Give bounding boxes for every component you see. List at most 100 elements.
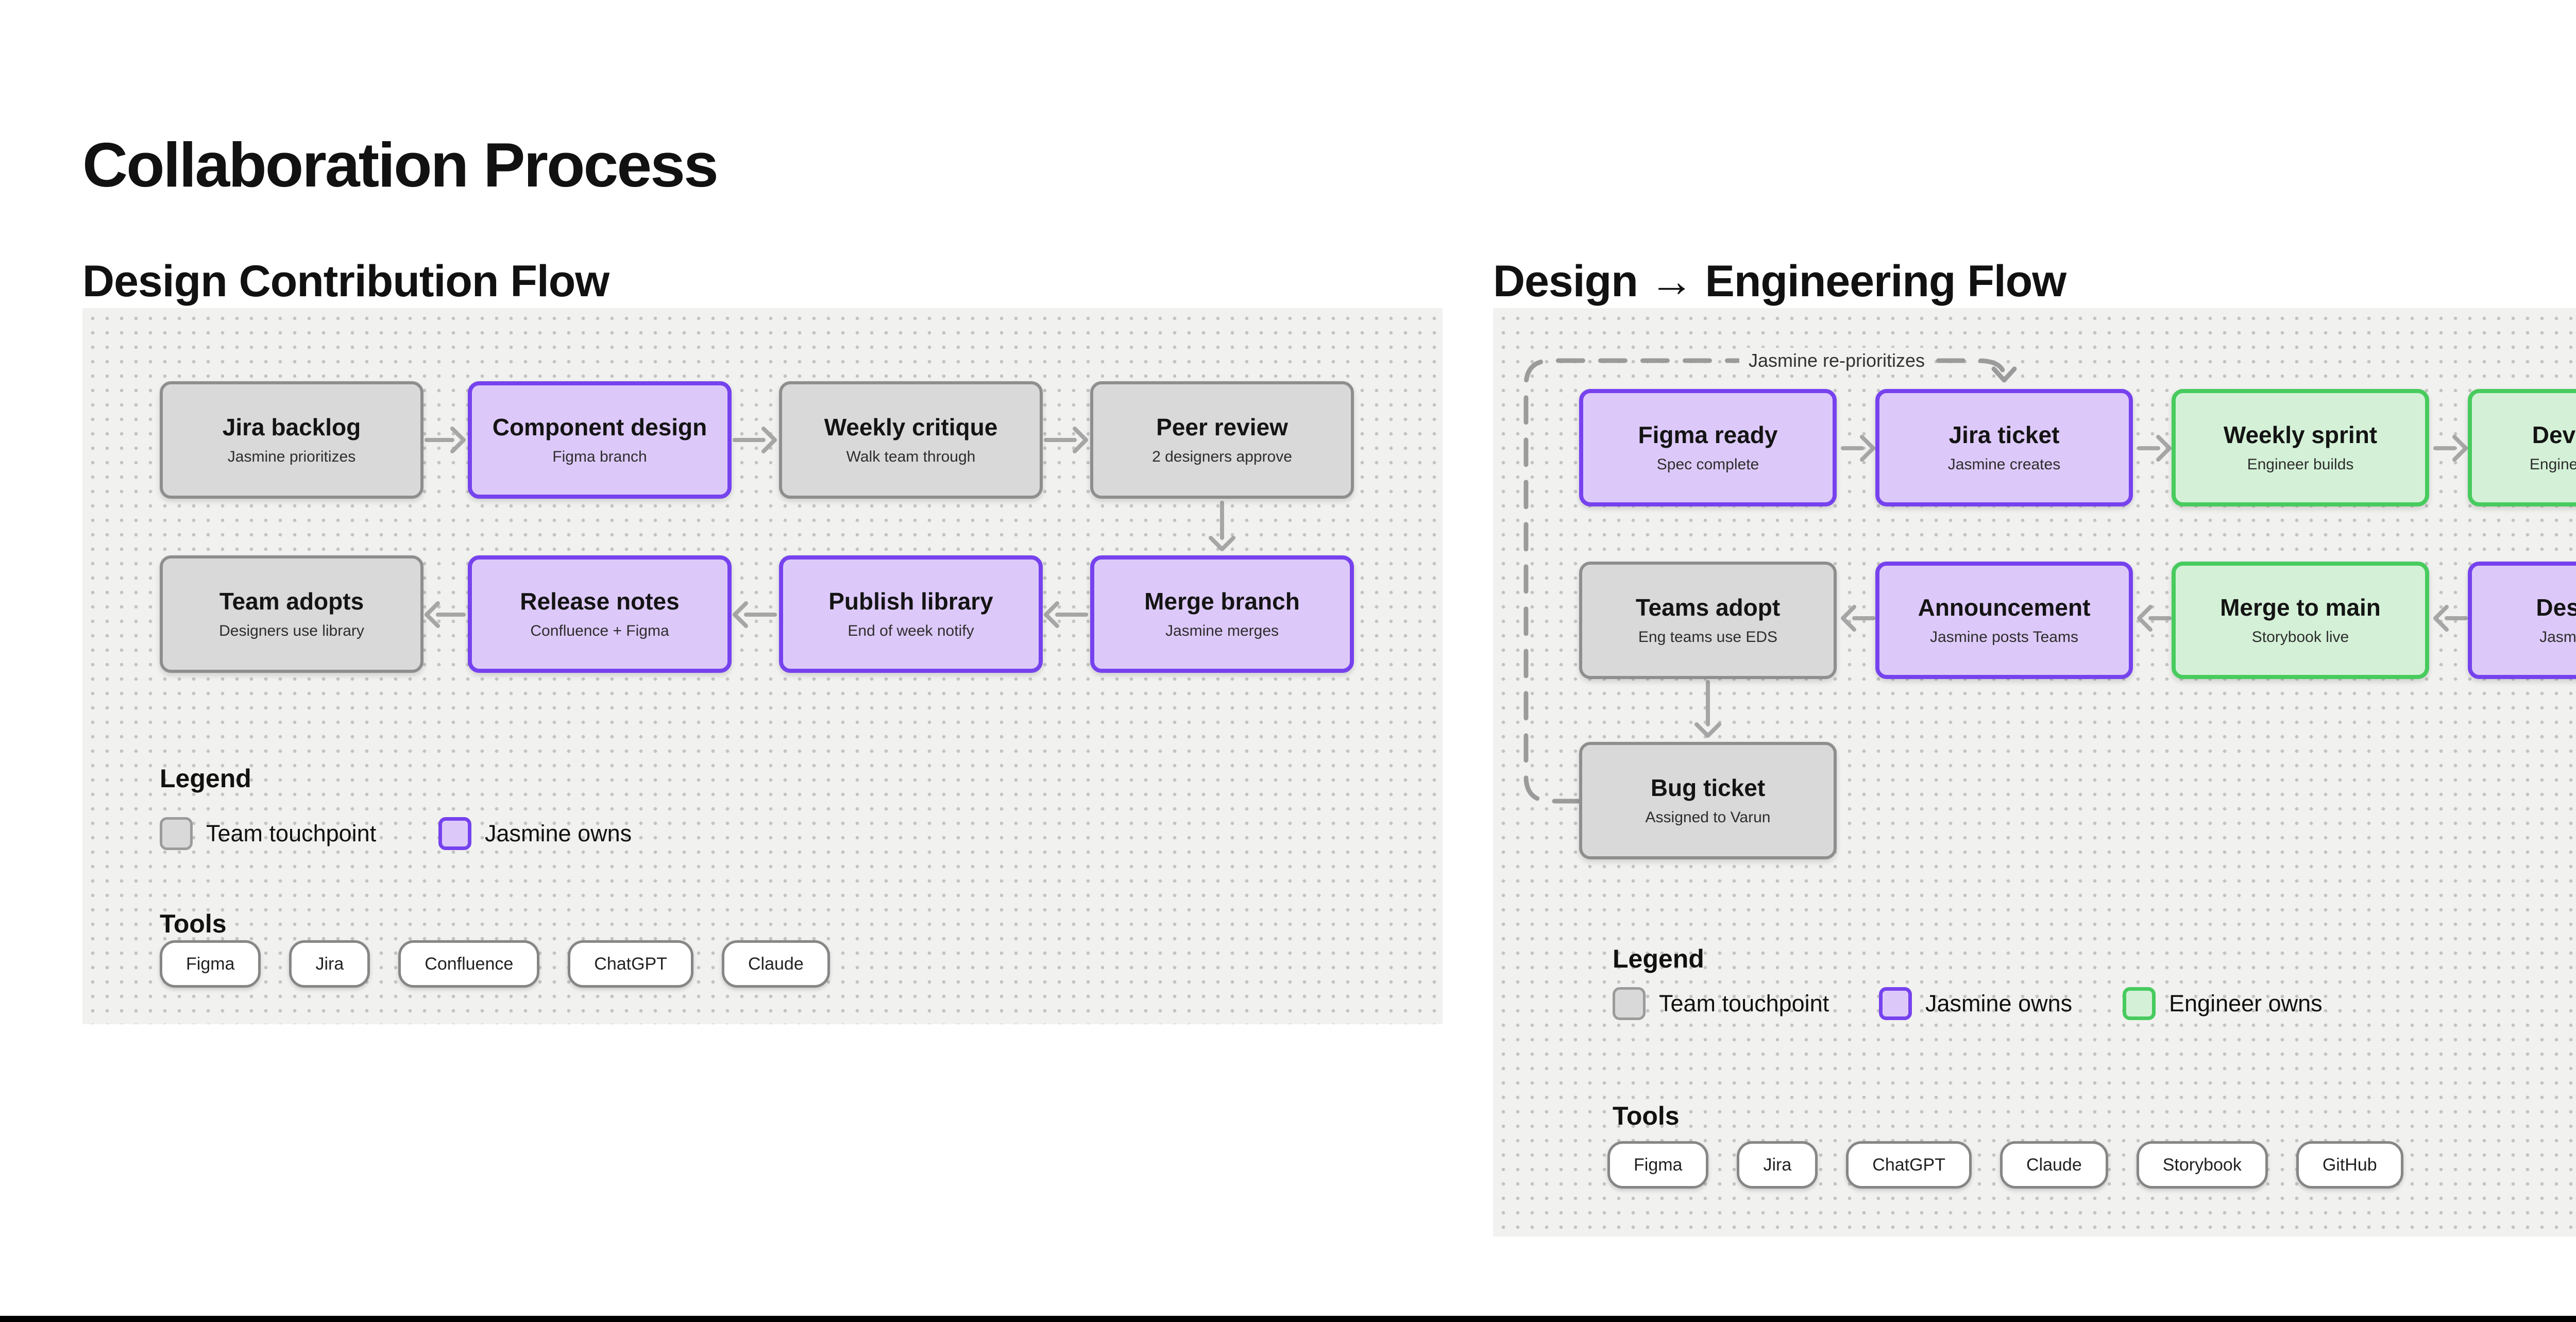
tool-chip-github: GitHub — [2296, 1141, 2403, 1189]
legend-heading: Legend — [160, 764, 251, 793]
legend-item-team-touchpoint: Team touchpoint — [1613, 987, 1829, 1021]
legend-label: Team touchpoint — [1659, 990, 1829, 1016]
node-title: Announcement — [1918, 594, 2091, 621]
node-subtitle: Assigned to Varun — [1645, 809, 1771, 826]
arrow-down-icon — [1694, 680, 1721, 738]
arrow-right-icon — [733, 427, 777, 453]
node-title: Team adopts — [219, 587, 364, 615]
node-title: Peer review — [1156, 413, 1288, 440]
node-subtitle: Walk team through — [846, 448, 976, 466]
arrow-left-icon — [1044, 601, 1088, 628]
arrow-left-icon — [2137, 605, 2172, 632]
node-subtitle: End of week notify — [848, 622, 974, 640]
tools-heading: Tools — [160, 909, 227, 938]
node-title: Design QA — [2536, 594, 2576, 621]
node-weekly-sprint: Weekly sprint Engineer builds — [2172, 389, 2429, 506]
legend-item-engineer-owns: Engineer owns — [2123, 987, 2323, 1021]
tools-chip-row: Figma Jira ChatGPT Claude Storybook GitH… — [1607, 1141, 2403, 1189]
tools-heading: Tools — [1613, 1101, 1680, 1130]
node-title: Teams adopt — [1635, 594, 1781, 621]
arrow-right-icon — [1044, 427, 1088, 453]
node-title: Jira ticket — [1948, 421, 2060, 448]
node-subtitle: Jasmine prioritizes — [227, 448, 356, 466]
node-merge-to-main: Merge to main Storybook live — [2172, 562, 2429, 679]
node-jira-ticket: Jira ticket Jasmine creates — [1875, 389, 2133, 506]
node-dev-branch: Dev branch Engineer opens PR — [2468, 389, 2576, 506]
tool-chip-figma: Figma — [1607, 1141, 1709, 1189]
arrow-left-icon — [2433, 605, 2468, 632]
arrow-right-icon — [1841, 435, 1875, 462]
tool-chip-confluence: Confluence — [398, 940, 540, 988]
node-subtitle: Jasmine posts Teams — [1930, 629, 2078, 646]
page-title: Collaboration Process — [82, 129, 719, 200]
right-section-heading: Design → Engineering Flow — [1493, 257, 2066, 307]
node-design-qa: Design QA Jasmine reviews — [2468, 562, 2576, 679]
node-component-design: Component design Figma branch — [468, 381, 732, 499]
node-merge-branch: Merge branch Jasmine merges — [1090, 555, 1354, 673]
team-touchpoint-swatch-icon — [1613, 987, 1646, 1020]
node-release-notes: Release notes Confluence + Figma — [468, 555, 732, 673]
node-peer-review: Peer review 2 designers approve — [1090, 381, 1354, 499]
legend-item-jasmine-owns: Jasmine owns — [1879, 987, 2072, 1021]
node-teams-adopt: Teams adopt Eng teams use EDS — [1579, 562, 1837, 679]
tool-chip-figma: Figma — [160, 940, 261, 988]
arrow-right-icon — [2433, 435, 2468, 462]
legend-label: Jasmine owns — [1925, 990, 2073, 1016]
node-weekly-critique: Weekly critique Walk team through — [779, 381, 1043, 499]
node-title: Dev branch — [2532, 421, 2576, 448]
legend-heading: Legend — [1613, 944, 1704, 973]
arrow-left-icon — [1841, 605, 1875, 632]
jasmine-owns-swatch-icon — [438, 817, 471, 850]
node-subtitle: Storybook live — [2251, 629, 2349, 646]
node-subtitle: 2 designers approve — [1152, 448, 1292, 466]
node-subtitle: Confluence + Figma — [530, 622, 669, 640]
node-title: Weekly critique — [824, 413, 998, 440]
node-title: Merge branch — [1144, 587, 1300, 615]
node-title: Bug ticket — [1650, 774, 1766, 801]
node-subtitle: Jasmine reviews — [2539, 629, 2576, 646]
node-title: Component design — [492, 413, 707, 440]
arrow-left-icon — [425, 601, 466, 628]
node-title: Weekly sprint — [2223, 421, 2378, 448]
legend-item-team-touchpoint: Team touchpoint — [160, 817, 376, 851]
tool-chip-claude: Claude — [722, 940, 830, 988]
tool-chip-chatgpt: ChatGPT — [1846, 1141, 1972, 1189]
node-subtitle: Figma branch — [552, 448, 647, 466]
node-subtitle: Engineer opens PR — [2529, 456, 2576, 473]
tools-chip-row: Figma Jira Confluence ChatGPT Claude — [160, 940, 830, 988]
node-subtitle: Jasmine creates — [1947, 456, 2061, 473]
node-title: Figma ready — [1638, 421, 1778, 448]
node-title: Jira backlog — [222, 413, 361, 440]
tool-chip-jira: Jira — [289, 940, 370, 988]
window-edge-bar — [0, 1316, 2576, 1322]
left-section-heading: Design Contribution Flow — [82, 257, 609, 307]
design-contribution-canvas: Jira backlog Jasmine prioritizes Compone… — [82, 308, 1443, 1024]
legend-label: Jasmine owns — [485, 820, 632, 846]
node-bug-ticket: Bug ticket Assigned to Varun — [1579, 742, 1837, 859]
node-subtitle: Designers use library — [219, 622, 364, 640]
legend-label: Engineer owns — [2169, 990, 2323, 1016]
legend-label: Team touchpoint — [206, 820, 377, 846]
node-team-adopts: Team adopts Designers use library — [160, 555, 423, 673]
node-title: Merge to main — [2220, 594, 2381, 621]
tool-chip-jira: Jira — [1737, 1141, 1818, 1189]
node-subtitle: Engineer builds — [2247, 456, 2354, 473]
tool-chip-chatgpt: ChatGPT — [568, 940, 693, 988]
legend-item-jasmine-owns: Jasmine owns — [438, 817, 632, 851]
node-subtitle: Jasmine merges — [1165, 622, 1279, 640]
node-subtitle: Eng teams use EDS — [1638, 629, 1778, 646]
arrow-right-icon — [2137, 435, 2172, 462]
node-figma-ready: Figma ready Spec complete — [1579, 389, 1837, 506]
tool-chip-storybook: Storybook — [2136, 1141, 2268, 1189]
design-engineering-canvas: Jasmine re-prioritizes Figma ready Spec … — [1493, 308, 2576, 1236]
tool-chip-claude: Claude — [1999, 1141, 2108, 1189]
node-subtitle: Spec complete — [1656, 456, 1759, 473]
feedback-loop-label: Jasmine re-prioritizes — [1739, 348, 1935, 374]
arrow-down-icon — [1209, 501, 1235, 551]
team-touchpoint-swatch-icon — [160, 817, 193, 850]
jasmine-owns-swatch-icon — [1879, 987, 1912, 1020]
node-title: Release notes — [520, 587, 680, 615]
node-jira-backlog: Jira backlog Jasmine prioritizes — [160, 381, 423, 499]
node-announcement: Announcement Jasmine posts Teams — [1875, 562, 2133, 679]
